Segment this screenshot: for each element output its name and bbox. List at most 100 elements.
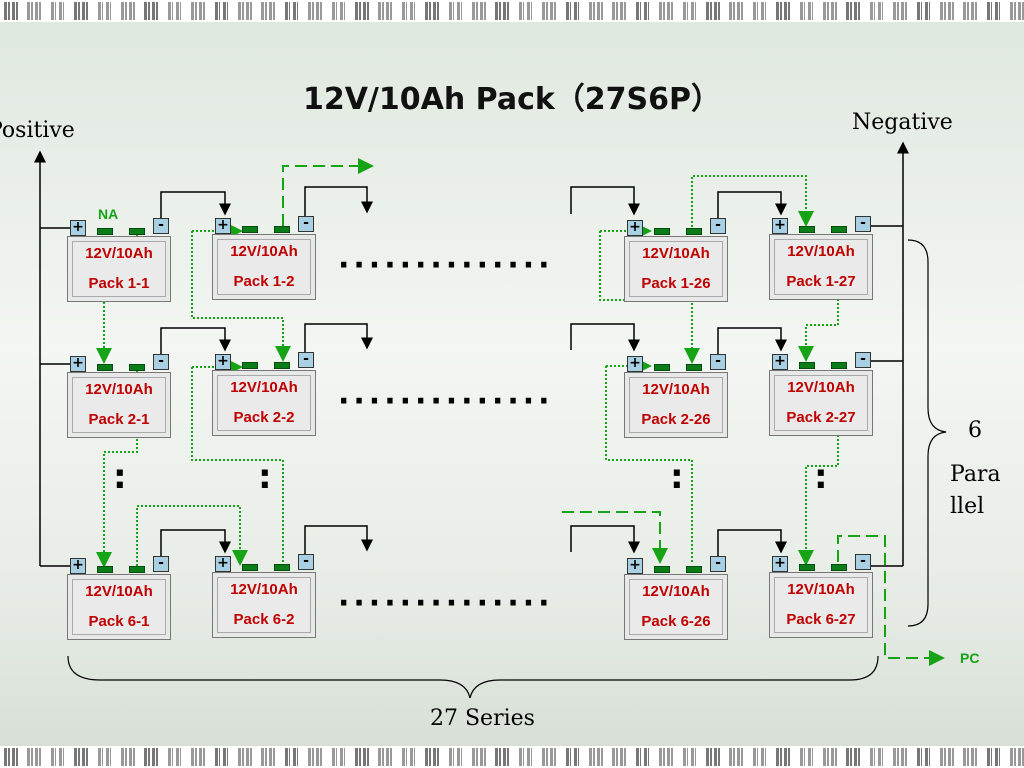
pack-name: Pack 1-2	[233, 273, 295, 290]
parallel-brace	[907, 239, 947, 627]
pack-name: Pack 1-1	[88, 275, 150, 292]
sense-connector	[242, 564, 258, 571]
pack-inner	[629, 579, 723, 635]
sense-line-2-1-down	[96, 367, 138, 568]
pack-name: Pack 1-26	[641, 275, 711, 292]
positive-terminal: +	[627, 356, 643, 372]
pack-rating: 12V/10Ah	[85, 381, 153, 398]
sense-line-1-27-down	[798, 231, 839, 362]
positive-terminal: +	[70, 558, 86, 574]
parallel-word-line1: Para	[950, 462, 1001, 487]
sense-connector	[274, 226, 290, 233]
sense-connector	[831, 226, 847, 233]
series-count-label: 27 Series	[430, 706, 535, 731]
sense-connector	[686, 228, 702, 235]
series-wire-1-26-to-1-27	[717, 191, 787, 220]
positive-terminal: +	[215, 354, 231, 370]
sense-connector	[274, 362, 290, 369]
sense-connector	[654, 228, 670, 235]
pack-inner	[774, 577, 868, 633]
positive-terminal: +	[627, 558, 643, 574]
sense-line-1-26-left	[599, 231, 700, 364]
sense-connector	[97, 566, 113, 573]
negative-terminal: -	[298, 352, 314, 368]
series-wire-2-1-to-2-2	[160, 327, 231, 358]
col1-vertical-ellipsis: :	[113, 457, 127, 497]
pack-inner	[629, 241, 723, 297]
pack-inner	[774, 375, 868, 431]
pack-inner	[72, 579, 166, 635]
pack-name: Pack 2-1	[88, 411, 150, 428]
pack-name: Pack 1-27	[786, 273, 856, 290]
sense-connector	[129, 566, 145, 573]
negative-terminal: -	[710, 556, 726, 572]
sense-connector	[129, 364, 145, 371]
series-wire-6-26-in	[570, 525, 640, 554]
sense-connector	[799, 226, 815, 233]
col26-vertical-ellipsis: :	[670, 457, 684, 497]
pack-inner	[217, 577, 311, 633]
negative-terminal: -	[298, 554, 314, 570]
sense-connector	[654, 566, 670, 573]
border-tick-pattern	[0, 2, 1024, 20]
page-title: 12V/10Ah Pack（27S6P）	[302, 82, 722, 117]
pack-rating: 12V/10Ah	[85, 245, 153, 262]
parallel-word-line2: llel	[950, 494, 985, 519]
positive-terminal: +	[772, 556, 788, 572]
comm-line-top	[282, 158, 374, 226]
pack-name: Pack 2-27	[786, 409, 856, 426]
pack-inner	[72, 241, 166, 297]
parallel-count-label: 6	[968, 418, 982, 443]
negative-terminal: -	[710, 354, 726, 370]
pack-rating: 12V/10Ah	[642, 245, 710, 262]
series-brace	[67, 655, 879, 699]
sense-connector	[97, 364, 113, 371]
pack-rating: 12V/10Ah	[230, 379, 298, 396]
pack-name: Pack 6-26	[641, 613, 711, 630]
positive-terminal: +	[772, 218, 788, 234]
sense-line-2-26-down	[605, 366, 693, 564]
row2-ellipsis: ··············	[338, 384, 554, 419]
series-wire-6-2-out	[304, 525, 373, 558]
sense-connector	[242, 362, 258, 369]
negative-terminal: -	[153, 354, 169, 370]
pack-rating: 12V/10Ah	[642, 381, 710, 398]
pack-inner	[217, 375, 311, 431]
border-tick-pattern	[0, 748, 1024, 766]
series-wire-6-1-to-6-2	[160, 529, 231, 560]
sense-connector	[97, 228, 113, 235]
pack-rating: 12V/10Ah	[787, 379, 855, 396]
pack-inner	[217, 239, 311, 295]
sense-line-6-1-to-6-2	[136, 505, 248, 566]
pack-rating: 12V/10Ah	[230, 243, 298, 260]
row6-ellipsis: ··············	[338, 586, 554, 621]
col2-vertical-ellipsis: :	[258, 457, 272, 497]
positive-terminal: +	[70, 356, 86, 372]
positive-label: Positive	[0, 118, 75, 143]
sense-connector	[831, 564, 847, 571]
positive-terminal: +	[772, 354, 788, 370]
negative-terminal: -	[855, 554, 871, 570]
pack-rating: 12V/10Ah	[85, 583, 153, 600]
positive-terminal: +	[70, 220, 86, 236]
sense-line-1-26-to-1-27	[691, 175, 814, 227]
sense-connector	[129, 228, 145, 235]
series-wire-6-26-to-6-27	[717, 529, 787, 558]
pack-name: Pack 6-2	[233, 611, 295, 628]
series-wire-2-26-to-2-27	[717, 327, 787, 356]
positive-terminal: +	[215, 556, 231, 572]
negative-terminal: -	[710, 218, 726, 234]
comm-line-6-26	[562, 511, 668, 564]
pack-inner	[72, 377, 166, 433]
sense-connector	[799, 564, 815, 571]
